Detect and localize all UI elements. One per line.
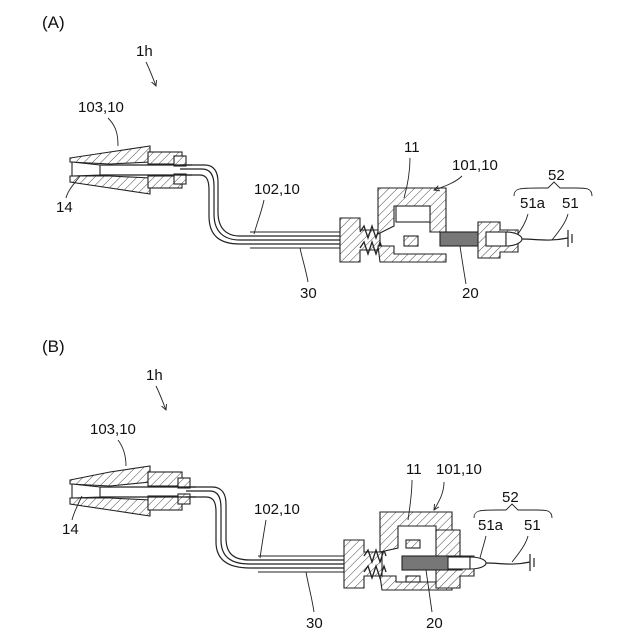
label-hose-b: 30 <box>306 615 323 632</box>
label-housing-b: 101,10 <box>436 461 482 478</box>
label-hose-a: 30 <box>300 285 317 302</box>
label-tube-a: 102,10 <box>254 181 300 198</box>
leader-pin-a <box>460 246 466 284</box>
panel-a: (A) 1h <box>42 13 592 302</box>
tube-a <box>180 165 350 248</box>
label-tip-b: 14 <box>62 521 79 538</box>
assembly-arrow-a <box>146 62 156 86</box>
label-nozzle-b: 103,10 <box>90 421 136 438</box>
leader-electrode-a <box>552 214 568 240</box>
label-electrode-group-a: 52 <box>548 167 565 184</box>
label-electrode-tip-b: 51a <box>478 517 504 534</box>
nozzle-b <box>70 466 196 516</box>
leader-pin-b <box>426 570 432 612</box>
leader-electrode-b <box>512 536 528 562</box>
assembly-arrow-b <box>156 386 166 410</box>
leader-electrode-tip-b <box>480 536 486 558</box>
label-pin-a: 20 <box>462 285 479 302</box>
label-electrode-a: 51 <box>562 195 579 212</box>
pin-socket-b <box>448 557 470 569</box>
leader-hose-a <box>300 248 308 282</box>
label-housing-a: 101,10 <box>452 157 498 174</box>
label-electrode-group-b: 52 <box>502 489 519 506</box>
label-electrode-b: 51 <box>524 517 541 534</box>
leader-tube-b <box>260 520 266 558</box>
electrode-holder-a <box>478 222 572 258</box>
label-cavity-b: 11 <box>406 461 422 478</box>
tube-b <box>186 487 360 572</box>
leader-nozzle-a <box>108 118 118 146</box>
assembly-label-a: 1h <box>136 43 153 60</box>
leader-housing-b <box>434 482 444 510</box>
connector-a <box>340 218 382 262</box>
electrode-tip-b <box>470 557 486 569</box>
nozzle-a <box>70 146 192 194</box>
brace-b <box>474 504 552 518</box>
label-cavity-a: 11 <box>404 139 420 156</box>
assembly-label-b: 1h <box>146 367 163 384</box>
leader-hose-b <box>306 572 314 612</box>
label-electrode-tip-a: 51a <box>520 195 546 212</box>
panel-a-label: (A) <box>42 13 65 32</box>
brace-a <box>514 182 592 196</box>
electrode-wire-b <box>486 562 530 564</box>
label-pin-b: 20 <box>426 615 443 632</box>
leader-electrode-tip-a <box>518 214 528 234</box>
panel-b-label: (B) <box>42 337 65 356</box>
panel-b: (B) 1h <box>42 337 552 632</box>
label-nozzle-a: 103,10 <box>78 99 124 116</box>
housing-a <box>378 188 446 262</box>
leader-tube-a <box>254 200 264 234</box>
label-tube-b: 102,10 <box>254 501 300 518</box>
label-tip-a: 14 <box>56 199 73 216</box>
leader-nozzle-b <box>118 440 126 466</box>
